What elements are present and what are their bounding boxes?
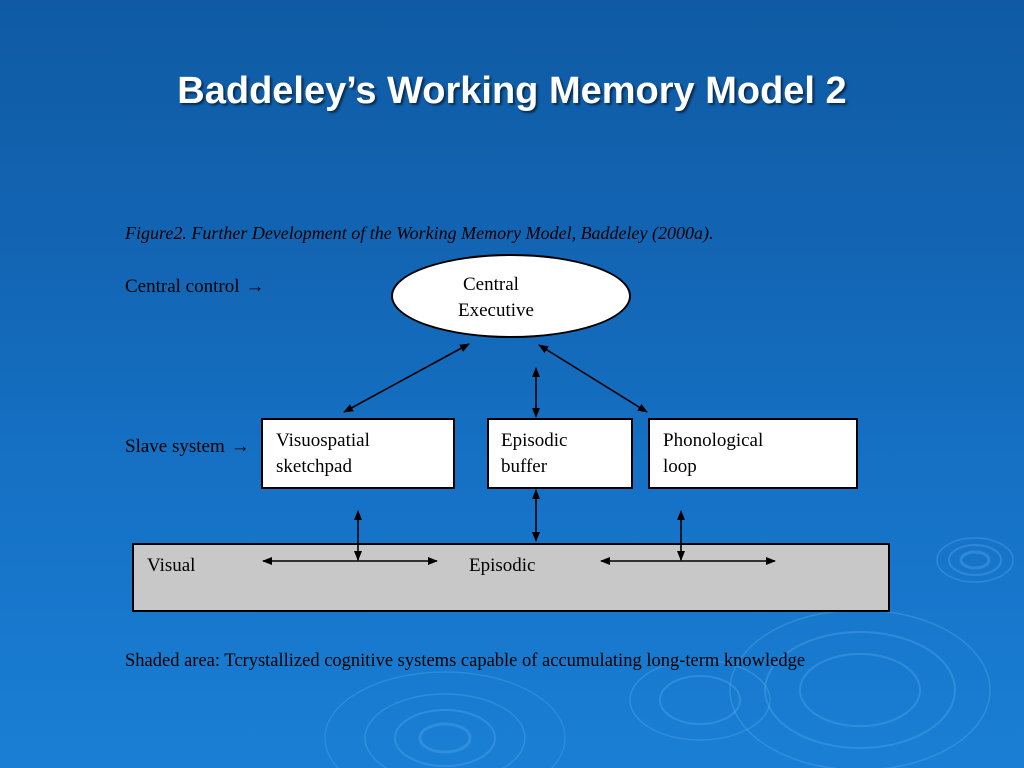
central-control-text: Central control [125, 276, 240, 297]
ce-to-sketchpad-arrow [343, 343, 470, 413]
visuospatial-sketchpad-label: Visuospatial sketchpad [276, 428, 370, 480]
phonological-loop-node [648, 418, 858, 489]
right-arrow-icon: → [245, 276, 265, 297]
central-executive-node [391, 254, 631, 338]
slave-system-text: Slave system [125, 436, 225, 457]
episodic-label: Episodic [469, 555, 536, 576]
phonological-line2: loop [663, 456, 697, 477]
central-control-label: Central control→ [125, 277, 265, 296]
visuospatial-line1: Visuospatial [276, 430, 370, 451]
episodic-buffer-label: Episodic buffer [501, 428, 568, 480]
central-executive-line2: Executive [458, 300, 534, 321]
long-term-knowledge-area [132, 543, 890, 612]
episodic-buffer-line2: buffer [501, 456, 548, 477]
visual-label: Visual [147, 555, 196, 576]
footnote: Shaded area: Tcrystallized cognitive sys… [125, 651, 806, 671]
episodic-buffer-line1: Episodic [501, 430, 568, 451]
ce-to-loop-arrow [538, 344, 648, 413]
slide-title: Baddeley’s Working Memory Model 2 [177, 70, 847, 112]
visuospatial-line2: sketchpad [276, 456, 352, 477]
central-executive-line1: Central [463, 274, 519, 295]
right-arrow-icon: → [230, 436, 250, 457]
episodic-buffer-node [487, 418, 633, 489]
figure-caption: Figure2. Further Development of the Work… [125, 223, 714, 243]
slave-system-label: Slave system→ [125, 437, 250, 456]
central-executive-label: Central Executive [458, 272, 534, 324]
phonological-line1: Phonological [663, 430, 764, 451]
phonological-loop-label: Phonological loop [663, 428, 763, 480]
visuospatial-sketchpad-node [261, 418, 455, 489]
